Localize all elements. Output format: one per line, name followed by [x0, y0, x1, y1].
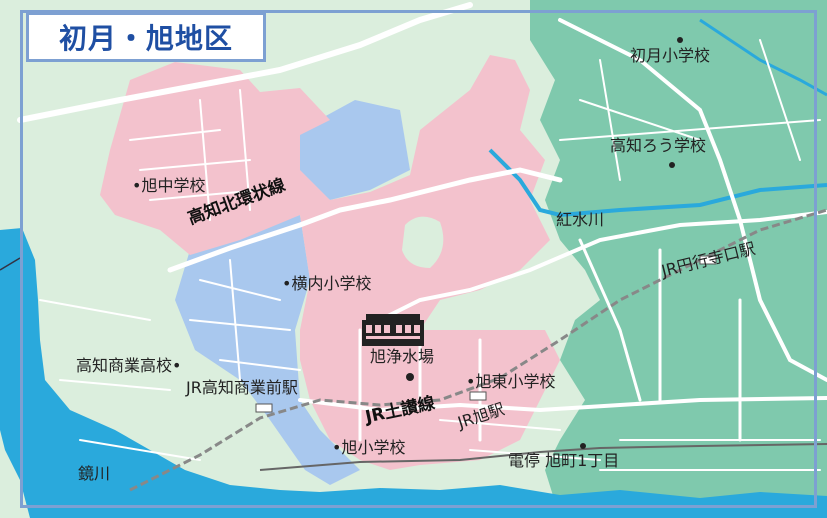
- station-marker-entsuji: [699, 255, 717, 265]
- map-title: 初月・旭地区: [26, 12, 266, 62]
- building-icon: [362, 314, 424, 346]
- point-tram-stop: [580, 443, 586, 449]
- label-commercial-high: 高知商業高校•: [76, 356, 182, 375]
- point-hatsuki-elem: [677, 37, 683, 43]
- river-kosui-branch: [699, 18, 827, 97]
- label-kosui-river: 紅水川: [556, 210, 605, 229]
- roads: [17, 2, 827, 471]
- point-kochi-deaf: [669, 162, 675, 168]
- label-tram-stop: 電停 旭町1丁目: [508, 451, 620, 470]
- label-kochi-deaf: 高知ろう学校: [610, 136, 707, 155]
- zone-green: [530, 0, 827, 518]
- callout-line: [0, 257, 21, 271]
- zone-blue-southwest: [175, 215, 360, 485]
- label-yokouchi-elem: •横内小学校: [282, 274, 372, 293]
- river-kagami: [0, 228, 827, 518]
- zone-blue-center: [300, 100, 410, 200]
- river-kosui: [488, 148, 827, 218]
- station-marker-commercial: [255, 403, 273, 413]
- label-water-plant: 旭浄水場: [370, 347, 435, 366]
- rail-tram: [259, 443, 827, 471]
- point-water-plant: [406, 373, 414, 381]
- label-asahi-east-elem: •旭東小学校: [466, 372, 556, 391]
- label-jr-commercial-station: JR高知商業前駅: [186, 378, 298, 397]
- lake: [402, 216, 444, 268]
- station-marker-asahi: [469, 391, 487, 401]
- label-asahi-junior: •旭中学校: [132, 176, 206, 195]
- label-hatsuki-elem: 初月小学校: [630, 46, 711, 65]
- rail-jr-dosan: [129, 208, 827, 492]
- label-asahi-elem: •旭小学校: [332, 438, 406, 457]
- zone-pink: [100, 55, 560, 470]
- label-kagami-river: 鏡川: [78, 464, 111, 483]
